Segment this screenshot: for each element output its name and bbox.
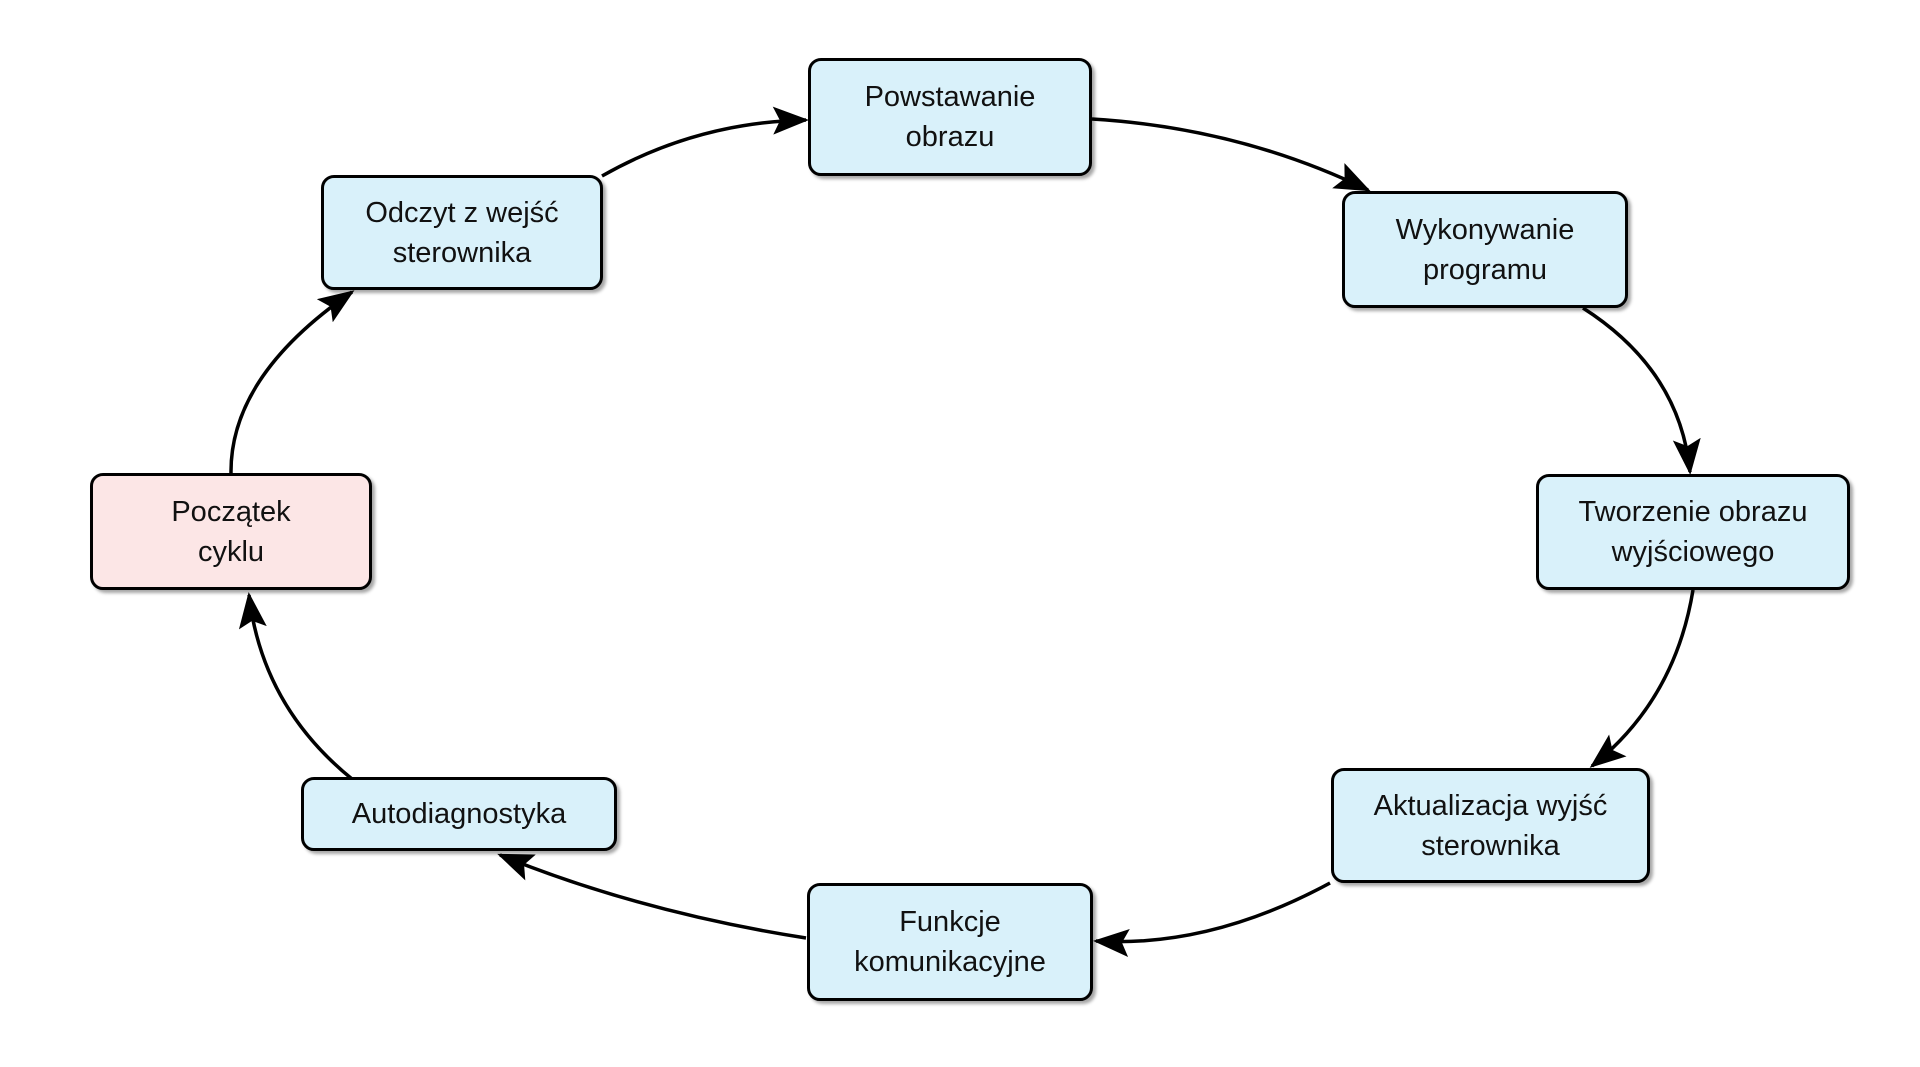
node-selfdiag-label: Autodiagnostyka — [351, 798, 567, 830]
node-comm-label: Funkcje komunikacyjne — [854, 906, 1046, 978]
edge-run-program-to-output-image — [1582, 306, 1701, 475]
edge-read-inputs-to-input-image — [601, 106, 809, 178]
node-comm: Funkcje komunikacyjne — [807, 883, 1093, 1001]
node-selfdiag: Autodiagnostyka — [301, 777, 617, 851]
node-input-image-label: Powstawanie obrazu — [864, 81, 1036, 153]
node-read-inputs-label: Odczyt z wejść sterownika — [365, 196, 559, 269]
node-output-image-label: Tworzenie obrazu wyjściowego — [1578, 496, 1808, 568]
edge-selfdiag-to-start — [238, 592, 354, 781]
edge-comm-to-selfdiag — [497, 853, 807, 940]
node-run-program: Wykonywanie programu — [1342, 191, 1628, 308]
node-update-outputs: Aktualizacja wyjść sterownika — [1331, 768, 1650, 883]
node-read-inputs: Odczyt z wejść sterownika — [321, 175, 603, 290]
node-update-outputs-label: Aktualizacja wyjść sterownika — [1373, 789, 1608, 862]
node-start-label: Początek cyklu — [171, 495, 291, 568]
edge-update-outputs-to-comm — [1093, 881, 1331, 957]
edge-start-to-read-inputs — [229, 290, 355, 474]
edge-input-image-to-run-program — [1091, 117, 1371, 192]
edge-output-image-to-update-outputs — [1589, 589, 1695, 768]
node-start: Początek cyklu — [90, 473, 372, 590]
node-input-image: Powstawanie obrazu — [808, 58, 1092, 176]
node-run-program-label: Wykonywanie programu — [1395, 213, 1575, 286]
node-output-image: Tworzenie obrazu wyjściowego — [1536, 474, 1850, 590]
